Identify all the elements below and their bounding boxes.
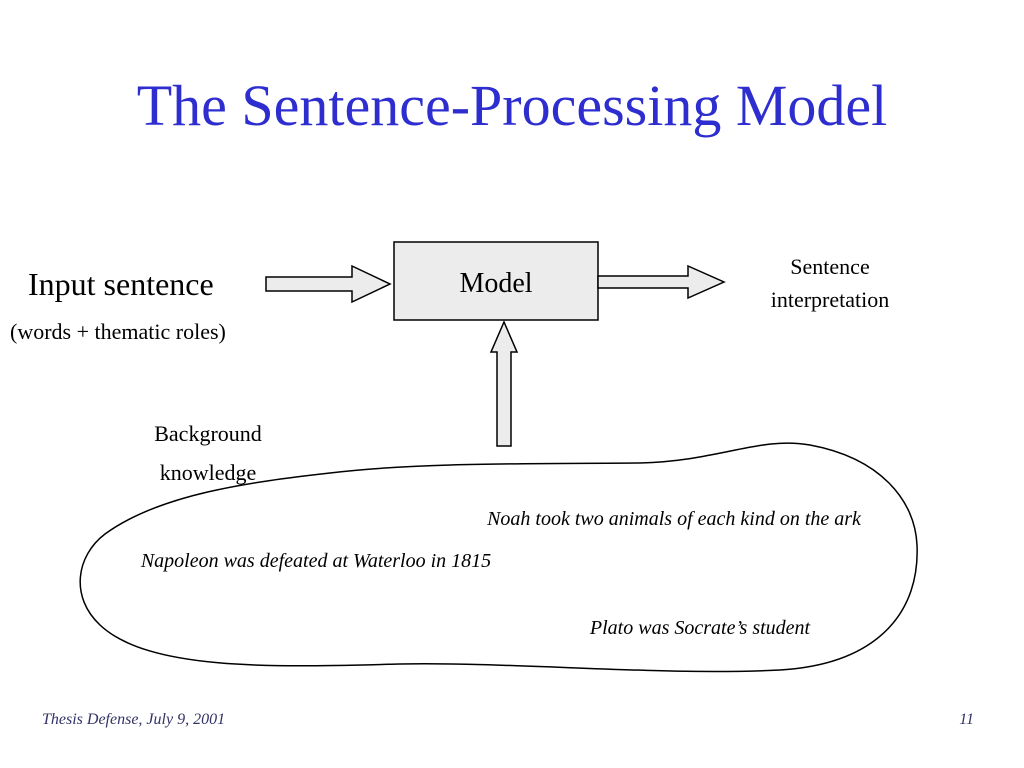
knowledge-item: Plato was Socrate’s student	[589, 617, 811, 639]
output-arrow	[597, 264, 726, 300]
knowledge-item: Napoleon was defeated at Waterloo in 181…	[140, 550, 492, 572]
footer-text: Thesis Defense, July 9, 2001	[42, 711, 226, 728]
model-label: Model	[459, 268, 533, 299]
background-knowledge-label: Background knowledge	[154, 421, 262, 485]
input-sentence-sublabel: (words + thematic roles)	[10, 319, 226, 344]
knowledge-item: Noah took two animals of each kind on th…	[487, 508, 861, 530]
model-box	[393, 241, 599, 321]
output-label: Sentence interpretation	[770, 254, 890, 312]
slide-title: The Sentence-Processing Model	[136, 73, 888, 138]
input-arrow	[265, 264, 392, 304]
input-sentence-label: Input sentence	[28, 266, 214, 302]
page-number: 11	[959, 711, 974, 728]
background-arrow	[489, 320, 519, 447]
knowledge-cloud	[79, 442, 918, 673]
